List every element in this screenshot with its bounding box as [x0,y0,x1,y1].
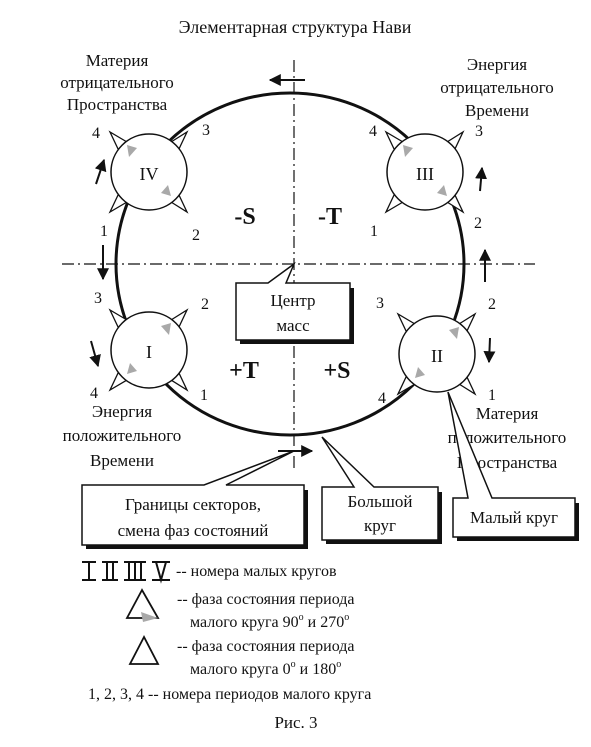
label-top-right: Энергия отрицательного Времени [440,55,554,120]
legend-plain-line2: малого круга 0o и 180o [190,659,341,678]
label-top-right-3: Времени [465,101,529,120]
diagram-title: Элементарная структура Нави [179,17,412,37]
callout-center-of-mass: Центр масс [235,261,354,344]
label-top-left: Материя отрицательного Пространства [60,51,174,114]
callout-borders: Границы секторов, смена фаз состояний [81,450,308,549]
sector-neg-s: -S [234,204,255,230]
period-ii-bl: 4 [378,390,386,407]
label-top-left-3: Пространства [67,95,168,114]
period-i-bl: 4 [90,385,98,402]
label-top-right-1: Энергия [467,55,527,74]
legend-shaded-line1: -- фаза состояния периода [177,591,354,608]
label-bottom-right-1: Материя [476,404,539,423]
arrow-circle-i [89,340,101,368]
period-i-tr: 2 [201,296,209,313]
sector-pos-s: +S [323,358,350,384]
label-top-left-1: Материя [86,51,149,70]
period-iii-bl: 1 [370,223,378,240]
small-circle-iii: III 4 3 1 2 [369,123,483,240]
legend-plain-line1: -- фаза состояния периода [177,638,354,655]
borders-label-1: Границы секторов, [125,495,261,514]
numeral-ii: II [431,346,443,366]
figure-caption: Рис. 3 [274,713,317,732]
label-bottom-right-3: Пространства [457,453,558,472]
period-iv-bl: 1 [100,223,108,240]
arrow-circle-iv [94,158,107,185]
borders-label-2: смена фаз состояний [118,521,269,540]
period-iii-tr: 3 [475,123,483,140]
callout-small-circle: Малый круг [447,391,579,541]
label-bottom-left-1: Энергия [92,402,152,421]
center-label-1: Центр [270,291,315,310]
big-circle-label-1: Большой [348,492,413,511]
label-bottom-left-3: Времени [90,451,154,470]
period-iv-tl: 4 [92,125,100,142]
period-i-br: 1 [200,387,208,404]
period-ii-tr: 2 [488,296,496,313]
numeral-i: I [146,342,152,362]
numeral-iii: III [416,164,434,184]
period-iii-tl: 4 [369,123,377,140]
label-bottom-right: Материя положительного Пространства [448,404,567,472]
numeral-iv: IV [140,164,159,184]
label-bottom-left-2: положительного [63,426,182,445]
legend: -- номера малых кругов -- фаза состояния… [82,561,371,703]
label-top-right-2: отрицательного [440,78,554,97]
center-label-2: масс [276,316,310,335]
legend-numerals-text: -- номера малых кругов [176,563,337,580]
label-bottom-left: Энергия положительного Времени [63,402,182,470]
legend-numerals: -- номера малых кругов [82,561,337,584]
period-iv-br: 2 [192,227,200,244]
arrow-circle-iii [475,166,488,192]
label-top-left-2: отрицательного [60,73,174,92]
period-ii-br: 1 [488,387,496,404]
sector-pos-t: +T [229,358,259,384]
legend-plain-phase: -- фаза состояния периода малого круга 0… [128,635,354,678]
big-circle-label-2: круг [364,516,396,535]
small-circle-label: Малый круг [470,508,558,527]
small-circle-i: I 3 2 4 1 [90,290,209,404]
small-circle-ii: II 3 2 4 1 [376,295,496,407]
legend-shaded-phase: -- фаза состояния периода малого круга 9… [125,588,354,631]
period-iv-tr: 3 [202,122,210,139]
sector-neg-t: -T [318,204,342,230]
plain-triangle-icon [128,635,160,665]
callout-big-circle: Большой круг [321,436,442,544]
period-iii-br: 2 [474,215,482,232]
arrow-circle-ii [483,337,496,364]
period-ii-tl: 3 [376,295,384,312]
label-bottom-right-2: положительного [448,428,567,447]
big-circle [114,91,466,437]
legend-periods-text: 1, 2, 3, 4 -- номера периодов малого кру… [88,686,371,703]
small-circle-iv: IV 4 3 1 2 [92,122,210,244]
period-i-tl: 3 [94,290,102,307]
legend-shaded-line2: малого круга 90o и 270o [190,612,349,631]
